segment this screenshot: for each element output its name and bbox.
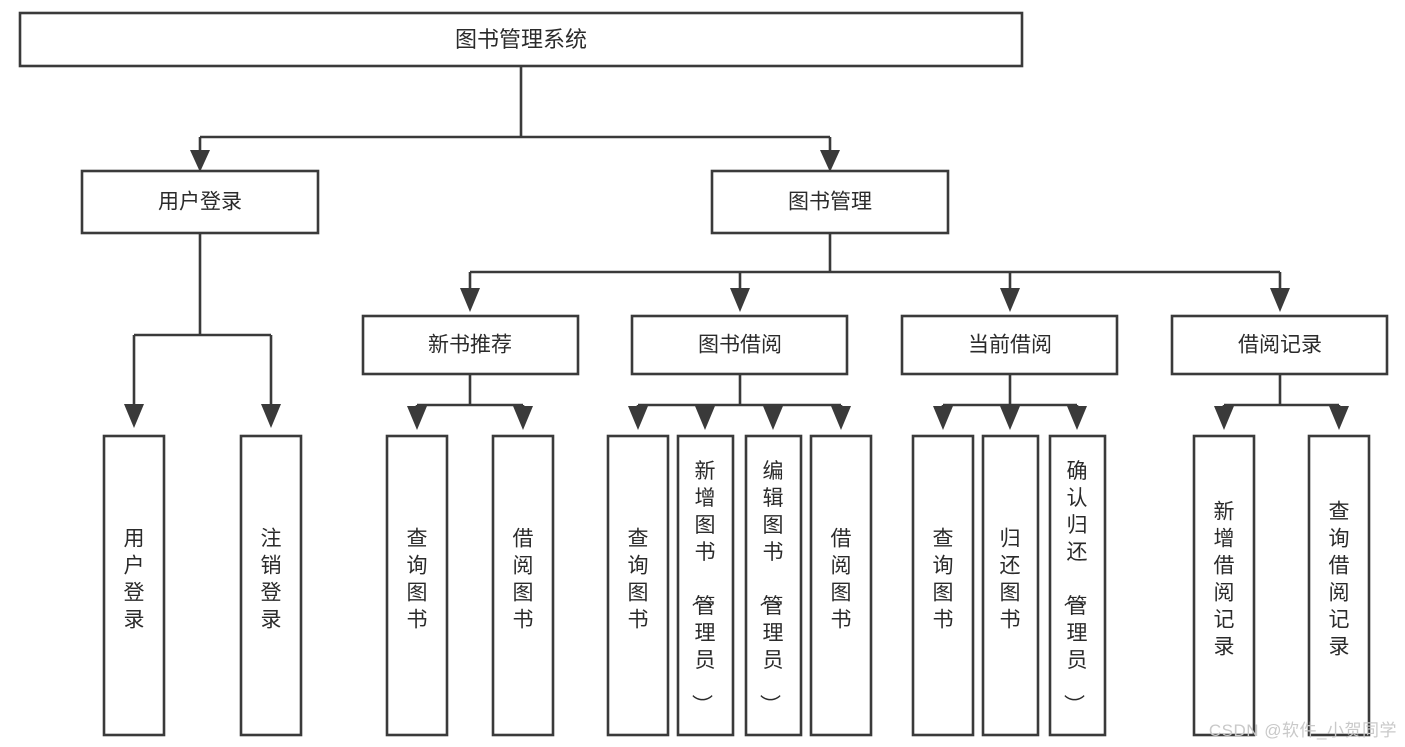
node-leaf-user-logout-box[interactable] (239, 434, 303, 737)
arrow-to-leaf-user-login (124, 404, 144, 428)
node-leaf-query-book-1[interactable]: 查询图书 (385, 434, 449, 737)
node-book-management-box[interactable] (710, 169, 950, 235)
node-leaf-user-login-box[interactable] (102, 434, 166, 737)
node-root-box[interactable] (18, 11, 1024, 68)
arrow-to-leaf-confirm-return (1067, 406, 1087, 430)
arrow-to-leaf-query-book-3 (933, 406, 953, 430)
arrow-to-leaf-add-book (695, 406, 715, 430)
node-borrow-record[interactable]: 借阅记录 (1170, 314, 1389, 376)
arrow-to-leaf-return-book (1000, 406, 1020, 430)
arrow-to-borrow-record (1270, 288, 1290, 312)
node-leaf-borrow-book-1-label: 借阅图书 (513, 528, 534, 632)
node-leaf-query-book-1-box[interactable] (385, 434, 449, 737)
node-leaf-borrow-book-1[interactable]: 借阅图书 (491, 434, 555, 737)
node-book-borrow-box[interactable] (630, 314, 849, 376)
node-leaf-add-record-label: 新增借阅记录 (1214, 501, 1235, 659)
node-new-book-recommend-box[interactable] (361, 314, 580, 376)
node-book-management-label: 图书管理 (788, 191, 872, 214)
arrow-to-leaf-user-logout (261, 404, 281, 428)
node-current-borrow-box[interactable] (900, 314, 1119, 376)
node-leaf-confirm-return[interactable]: 确认归还（管理员） (1048, 434, 1107, 737)
node-leaf-borrow-book-2-box[interactable] (809, 434, 873, 737)
arrow-to-current-borrow (1000, 288, 1020, 312)
node-leaf-add-book-box[interactable] (676, 434, 735, 737)
node-leaf-borrow-book-2-label: 借阅图书 (831, 528, 852, 632)
node-leaf-add-book[interactable]: 新增图书（管理员） (676, 434, 735, 737)
node-leaf-query-book-3-label: 查询图书 (933, 528, 954, 632)
connector-book-management-branch (468, 233, 1282, 292)
connector-new-book-recommend-branch (415, 374, 525, 410)
node-leaf-query-book-2-box[interactable] (606, 434, 670, 737)
node-current-borrow[interactable]: 当前借阅 (900, 314, 1119, 376)
node-user-login-box[interactable] (80, 169, 320, 235)
arrow-to-book-management (820, 150, 840, 172)
node-leaf-return-book[interactable]: 归还图书 (981, 434, 1040, 737)
node-root-label: 图书管理系统 (455, 27, 587, 52)
node-leaf-query-book-1-label: 查询图书 (407, 528, 428, 632)
node-leaf-query-record-box[interactable] (1307, 434, 1371, 737)
connector-root-trunk (198, 66, 832, 155)
node-leaf-edit-book-label: 编辑图书（管理员） (758, 460, 784, 715)
node-book-borrow[interactable]: 图书借阅 (630, 314, 849, 376)
node-user-login[interactable]: 用户登录 (80, 169, 320, 235)
node-borrow-record-label: 借阅记录 (1238, 334, 1322, 357)
arrow-to-leaf-borrow-book-1 (513, 406, 533, 430)
connector-borrow-record-branch (1222, 374, 1341, 410)
connector-book-borrow-branch (636, 374, 843, 410)
node-new-book-recommend[interactable]: 新书推荐 (361, 314, 580, 376)
connector-user-login-branch (132, 233, 273, 408)
node-leaf-query-book-3[interactable]: 查询图书 (911, 434, 975, 737)
arrow-to-leaf-borrow-book-2 (831, 406, 851, 430)
arrow-to-leaf-add-record (1214, 406, 1234, 430)
node-leaf-user-login[interactable]: 用户登录 (102, 434, 166, 737)
node-leaf-return-book-label: 归还图书 (1000, 528, 1021, 632)
node-leaf-borrow-book-2[interactable]: 借阅图书 (809, 434, 873, 737)
node-leaf-user-login-label: 用户登录 (124, 528, 145, 632)
csdn-watermark: CSDN @软件_小贺同学 (1208, 721, 1397, 740)
arrow-to-book-borrow (730, 288, 750, 312)
arrow-to-new-book-recommend (460, 288, 480, 312)
arrow-to-leaf-query-book-2 (628, 406, 648, 430)
node-leaf-edit-book-box[interactable] (744, 434, 803, 737)
node-leaf-add-record-box[interactable] (1192, 434, 1256, 737)
node-current-borrow-label: 当前借阅 (968, 334, 1052, 357)
node-leaf-add-record[interactable]: 新增借阅记录 (1192, 434, 1256, 737)
node-leaf-user-logout-label: 注销登录 (261, 528, 282, 632)
arrow-to-user-login (190, 150, 210, 172)
node-new-book-recommend-label: 新书推荐 (428, 334, 512, 357)
node-leaf-query-book-2-label: 查询图书 (628, 528, 649, 632)
arrow-to-leaf-edit-book (763, 406, 783, 430)
node-leaf-user-logout[interactable]: 注销登录 (239, 434, 303, 737)
node-leaf-confirm-return-label: 确认归还（管理员） (1062, 460, 1088, 715)
node-book-borrow-label: 图书借阅 (698, 334, 782, 357)
node-borrow-record-box[interactable] (1170, 314, 1389, 376)
node-leaf-borrow-book-1-box[interactable] (491, 434, 555, 737)
node-leaf-query-record-label: 查询借阅记录 (1329, 501, 1350, 659)
node-root[interactable]: 图书管理系统 (18, 11, 1024, 68)
connector-current-borrow-branch (941, 374, 1079, 410)
node-leaf-edit-book[interactable]: 编辑图书（管理员） (744, 434, 803, 737)
node-leaf-return-book-box[interactable] (981, 434, 1040, 737)
connector-layer (124, 66, 1349, 430)
node-leaf-query-book-2[interactable]: 查询图书 (606, 434, 670, 737)
node-leaf-confirm-return-box[interactable] (1048, 434, 1107, 737)
node-leaf-query-record[interactable]: 查询借阅记录 (1307, 434, 1371, 737)
node-leaf-add-book-label: 新增图书（管理员） (690, 460, 716, 715)
node-user-login-label: 用户登录 (158, 191, 242, 214)
arrow-to-leaf-query-record (1329, 406, 1349, 430)
arrow-to-leaf-query-book-1 (407, 406, 427, 430)
node-leaf-query-book-3-box[interactable] (911, 434, 975, 737)
node-book-management[interactable]: 图书管理 (710, 169, 950, 235)
